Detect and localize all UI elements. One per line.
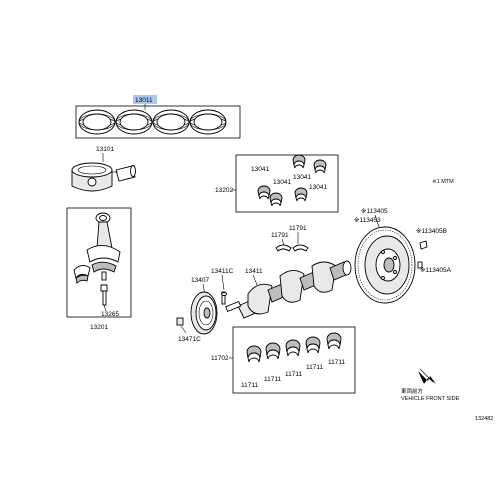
piston-rings-label[interactable]: 13011 xyxy=(135,97,153,104)
con-rod-frame xyxy=(66,207,132,318)
con-rod-group: 13265 13201 xyxy=(66,207,132,331)
thrust-b-label[interactable]: 11791 xyxy=(271,232,289,239)
bearing-a-label[interactable]: 13041 xyxy=(251,166,269,173)
con-rod-bolt-leader xyxy=(103,304,107,312)
bolt-b-label[interactable]: ※113405B xyxy=(416,228,447,235)
direction-group: 車両前方 VEHICLE FRONT SIDE xyxy=(401,368,460,402)
bolt-a-label[interactable]: ※113405A xyxy=(420,267,452,274)
direction-jp-text: 車両前方 xyxy=(401,387,424,395)
con-rod-drawing xyxy=(73,212,121,306)
front-arrow-icon xyxy=(418,371,436,384)
pulley-bolt-label[interactable]: 13411C xyxy=(211,268,234,275)
thrust-washer-right xyxy=(292,244,309,252)
pulley-key-leader xyxy=(180,325,187,334)
thrust-a-label[interactable]: 11791 xyxy=(289,225,307,232)
direction-en-text: VEHICLE FRONT SIDE xyxy=(401,396,460,402)
piston-label[interactable]: 13101 xyxy=(96,146,114,153)
bearing-set-label[interactable]: 13202 xyxy=(215,187,233,194)
flywheel-ring-label[interactable]: ※113453 xyxy=(354,217,381,224)
main-b-label[interactable]: 11711 xyxy=(264,376,281,383)
piston-ring-set xyxy=(78,109,227,135)
main-d-label[interactable]: 11711 xyxy=(306,364,323,371)
piston-rings-frame xyxy=(75,105,241,139)
bearing-b-label[interactable]: 13041 xyxy=(273,179,291,186)
thrust-washer-group: 11791 11791 xyxy=(271,225,309,252)
main-a-label[interactable]: 11711 xyxy=(241,382,258,389)
thrust-b-leader xyxy=(281,238,285,246)
main-bearing-label[interactable]: 11702 xyxy=(211,355,229,362)
main-bearing-group: 11702 11711 11711 11711 11711 11711 xyxy=(211,326,356,394)
flywheel-label[interactable]: ※113405 xyxy=(361,208,388,215)
mtm-note: ※1 MTM xyxy=(432,178,454,185)
main-bearing-frame xyxy=(232,326,356,394)
bolt-a-drawing xyxy=(417,261,423,269)
piston-rings-highlight xyxy=(133,95,157,104)
flywheel-group: ※113405 ※113453 ※113405B ※113405A xyxy=(354,208,452,304)
bearing-set-frame xyxy=(235,154,339,213)
crankshaft-group: 13411 xyxy=(225,260,352,319)
pulley-bolt-leader xyxy=(221,274,225,291)
con-rod-label[interactable]: 13201 xyxy=(90,324,108,331)
piston-drawing xyxy=(71,162,136,192)
thrust-washer-left xyxy=(275,244,292,252)
pulley-drawing xyxy=(190,291,227,335)
con-rod-bolt-label[interactable]: 13265 xyxy=(101,311,119,318)
pulley-group: 13407 13411C 13471C xyxy=(176,268,234,343)
main-bearing-shells xyxy=(246,332,342,363)
bearing-set-group: 13202 13041 13041 13041 13041 xyxy=(215,154,339,213)
crankshaft-label[interactable]: 13411 xyxy=(245,268,263,275)
crankshaft-drawing xyxy=(225,260,352,319)
main-c-label[interactable]: 11711 xyxy=(285,371,302,378)
crankshaft-leader xyxy=(252,274,258,286)
flywheel-drawing xyxy=(354,226,416,304)
pulley-key-label[interactable]: 13471C xyxy=(178,336,201,343)
piston-rings-group: 13011 xyxy=(75,95,241,139)
bearing-shells-upper xyxy=(257,154,327,207)
bolt-b-drawing xyxy=(419,240,428,250)
bearing-d-label[interactable]: 13041 xyxy=(309,184,327,191)
diagram-code: 132482 xyxy=(475,416,493,422)
main-e-label[interactable]: 11711 xyxy=(328,359,345,366)
pulley-label[interactable]: 13407 xyxy=(191,277,209,284)
front-arrow-shaft xyxy=(419,368,434,383)
bearing-c-label[interactable]: 13041 xyxy=(293,174,311,181)
piston-group: 13101 xyxy=(71,146,136,192)
pulley-key-drawing xyxy=(176,317,184,326)
